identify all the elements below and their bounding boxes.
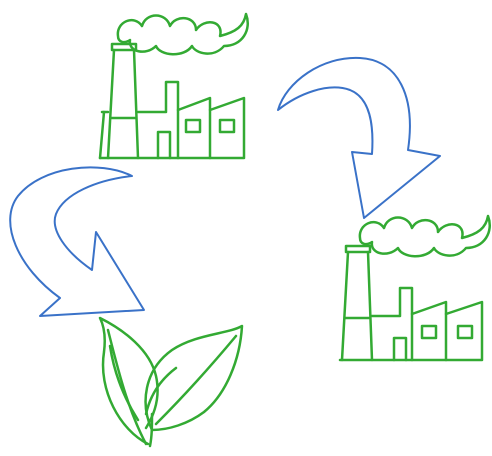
factory-body	[338, 286, 484, 362]
factory-top-icon	[98, 12, 249, 160]
leaf-right	[144, 324, 244, 432]
window	[420, 324, 438, 340]
chimney	[340, 250, 374, 362]
curved-arrow-left-icon	[9, 166, 145, 317]
chimney	[106, 48, 140, 160]
stem	[148, 412, 154, 448]
smoke-cloud	[358, 214, 491, 258]
window	[456, 324, 474, 340]
window	[184, 118, 202, 134]
smoke-cloud	[116, 12, 249, 56]
window	[218, 118, 236, 134]
curved-arrow-top-right-icon	[277, 56, 441, 219]
factory-body	[98, 80, 246, 160]
leaf-icon	[98, 316, 244, 448]
factory-right-icon	[338, 214, 491, 362]
chimney-cap	[344, 244, 372, 254]
door	[156, 130, 172, 160]
chimney-cap	[110, 42, 138, 52]
door	[392, 336, 408, 362]
